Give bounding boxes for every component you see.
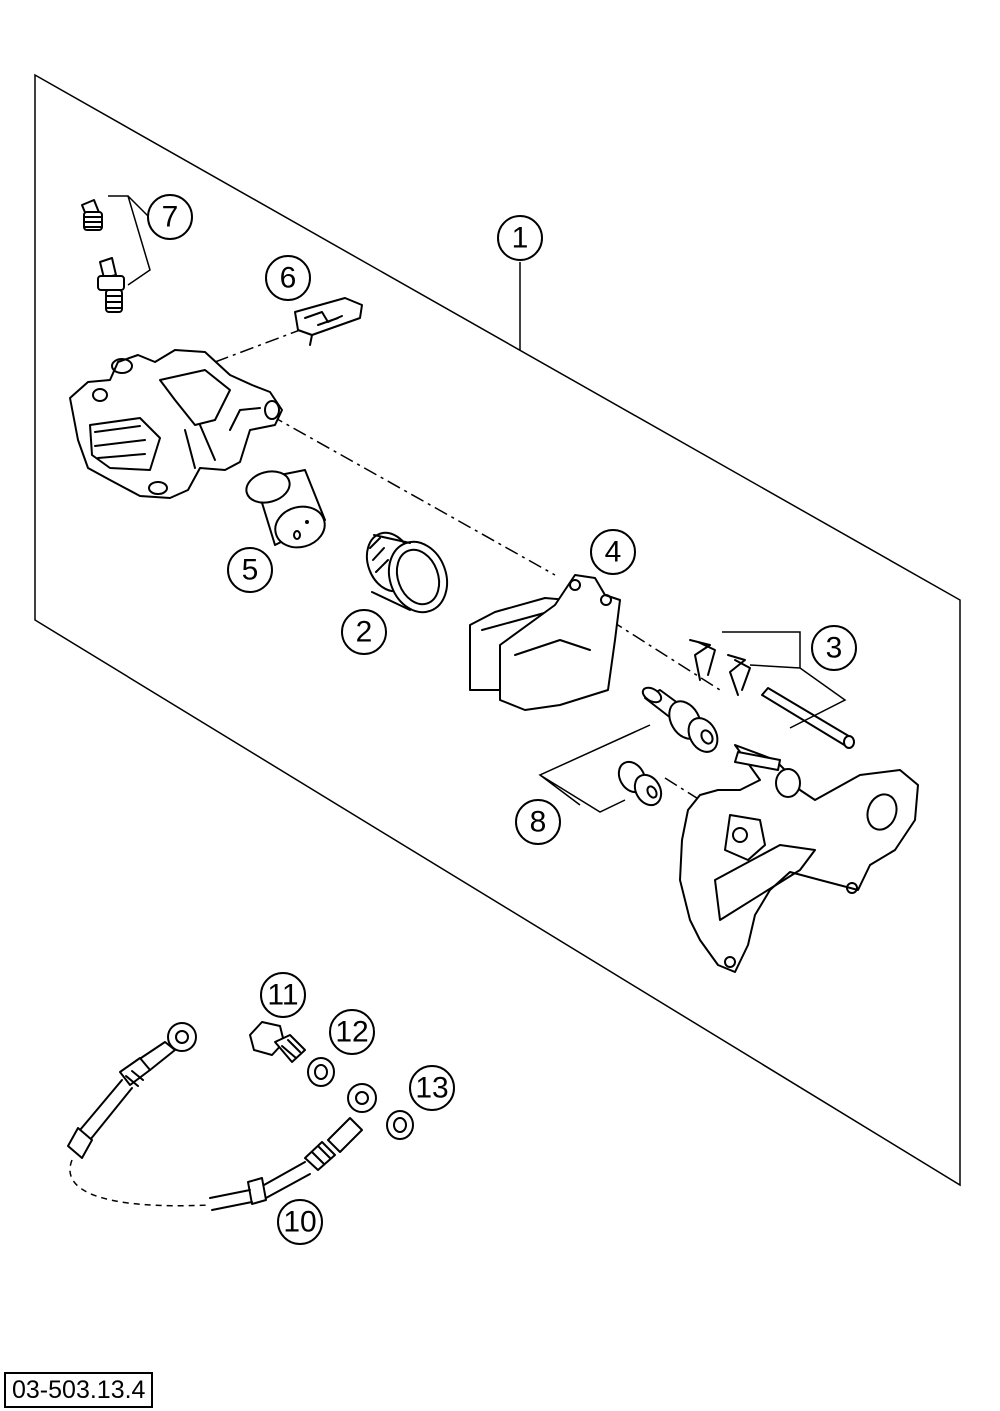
callout-6: 6 (265, 255, 311, 301)
assembly-frame (34, 73, 961, 1187)
callout-6-label: 6 (280, 262, 297, 295)
diagram-code: 03-503.13.4 (4, 1372, 154, 1408)
leader-8 (538, 724, 651, 813)
callout-3: 3 (811, 625, 857, 671)
sealing-washer-13 (386, 1110, 414, 1140)
caliper-bracket (679, 744, 919, 973)
bleed-screw (81, 199, 103, 231)
callout-2: 2 (341, 609, 387, 655)
brake-hose (67, 1022, 377, 1211)
callout-12: 12 (329, 1009, 375, 1055)
callout-8: 8 (515, 799, 561, 845)
leader-7 (108, 195, 151, 286)
dust-seal (365, 531, 449, 614)
callout-2-label: 2 (356, 616, 373, 649)
callout-4: 4 (590, 529, 636, 575)
sealing-washer-12 (307, 1057, 335, 1087)
callout-7-label: 7 (162, 201, 179, 234)
callout-5-label: 5 (242, 554, 259, 587)
callout-5: 5 (227, 547, 273, 593)
callout-10-label: 10 (283, 1206, 316, 1239)
callout-11-label: 11 (267, 979, 298, 1012)
callout-8-label: 8 (530, 806, 547, 839)
callout-3-label: 3 (826, 632, 843, 665)
callout-13: 13 (409, 1065, 455, 1111)
callout-12-label: 12 (335, 1016, 368, 1049)
brake-pad-inner (499, 574, 621, 711)
callout-11: 11 (260, 972, 306, 1018)
bleed-nipple (97, 257, 125, 313)
guide-boot-lower (617, 760, 663, 807)
pad-pin-clips (689, 639, 751, 696)
callout-7: 7 (147, 194, 193, 240)
leader-3 (722, 631, 847, 729)
assembly-axis (269, 414, 556, 576)
banjo-bolt (249, 1021, 306, 1063)
callout-4-label: 4 (605, 536, 622, 569)
pad-pin (761, 687, 855, 749)
caliper-body (69, 349, 283, 499)
callout-1-label: 1 (512, 222, 529, 255)
piston (245, 469, 326, 549)
pad-plate (294, 297, 363, 346)
callout-10: 10 (277, 1199, 323, 1245)
callout-13-label: 13 (415, 1072, 448, 1105)
callout-1: 1 (497, 215, 543, 261)
guide-boot-upper (668, 700, 719, 753)
